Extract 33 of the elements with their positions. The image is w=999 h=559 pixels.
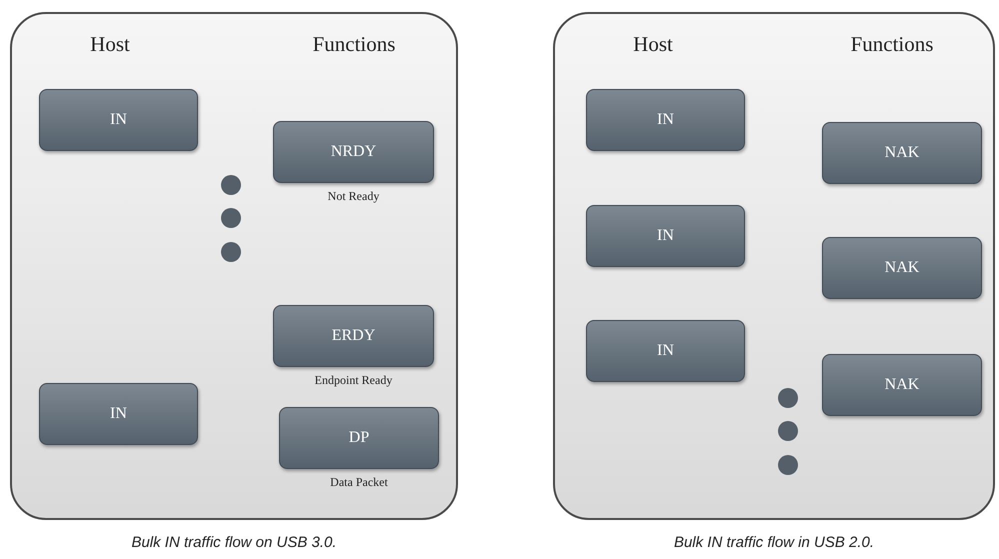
packet-name: NAK <box>884 376 920 394</box>
figure-caption: Bulk IN traffic flow in USB 2.0. <box>674 534 874 551</box>
panel <box>553 12 995 520</box>
packet-box <box>39 89 198 151</box>
packet-box <box>273 305 434 367</box>
packet-name: NRDY <box>330 143 376 161</box>
packet-description: Endpoint Ready <box>314 373 392 388</box>
packet-box <box>822 237 982 299</box>
column-heading: Host <box>90 32 130 57</box>
packet-box <box>586 320 745 382</box>
packet-name: IN <box>110 111 127 129</box>
packet-box <box>822 354 982 416</box>
packet-box <box>586 205 745 267</box>
packet-name: IN <box>657 227 674 245</box>
column-heading: Functions <box>312 32 396 57</box>
figure-caption: Bulk IN traffic flow on USB 3.0. <box>131 534 337 551</box>
packet-name: IN <box>110 405 127 423</box>
packet-box <box>39 383 198 445</box>
packet-name: IN <box>657 111 674 129</box>
packet-name: ERDY <box>332 327 376 345</box>
packet-box <box>279 407 439 469</box>
packet-name: NAK <box>884 144 920 162</box>
packet-description: Not Ready <box>328 189 380 204</box>
packet-name: IN <box>657 342 674 360</box>
packet-description: Data Packet <box>330 475 388 490</box>
packet-box <box>586 89 745 151</box>
packet-name: DP <box>348 429 370 447</box>
column-heading: Functions <box>850 32 934 57</box>
column-heading: Host <box>633 32 673 57</box>
panel <box>10 12 458 520</box>
packet-box <box>273 121 434 183</box>
packet-name: NAK <box>884 259 920 277</box>
packet-box <box>822 122 982 184</box>
